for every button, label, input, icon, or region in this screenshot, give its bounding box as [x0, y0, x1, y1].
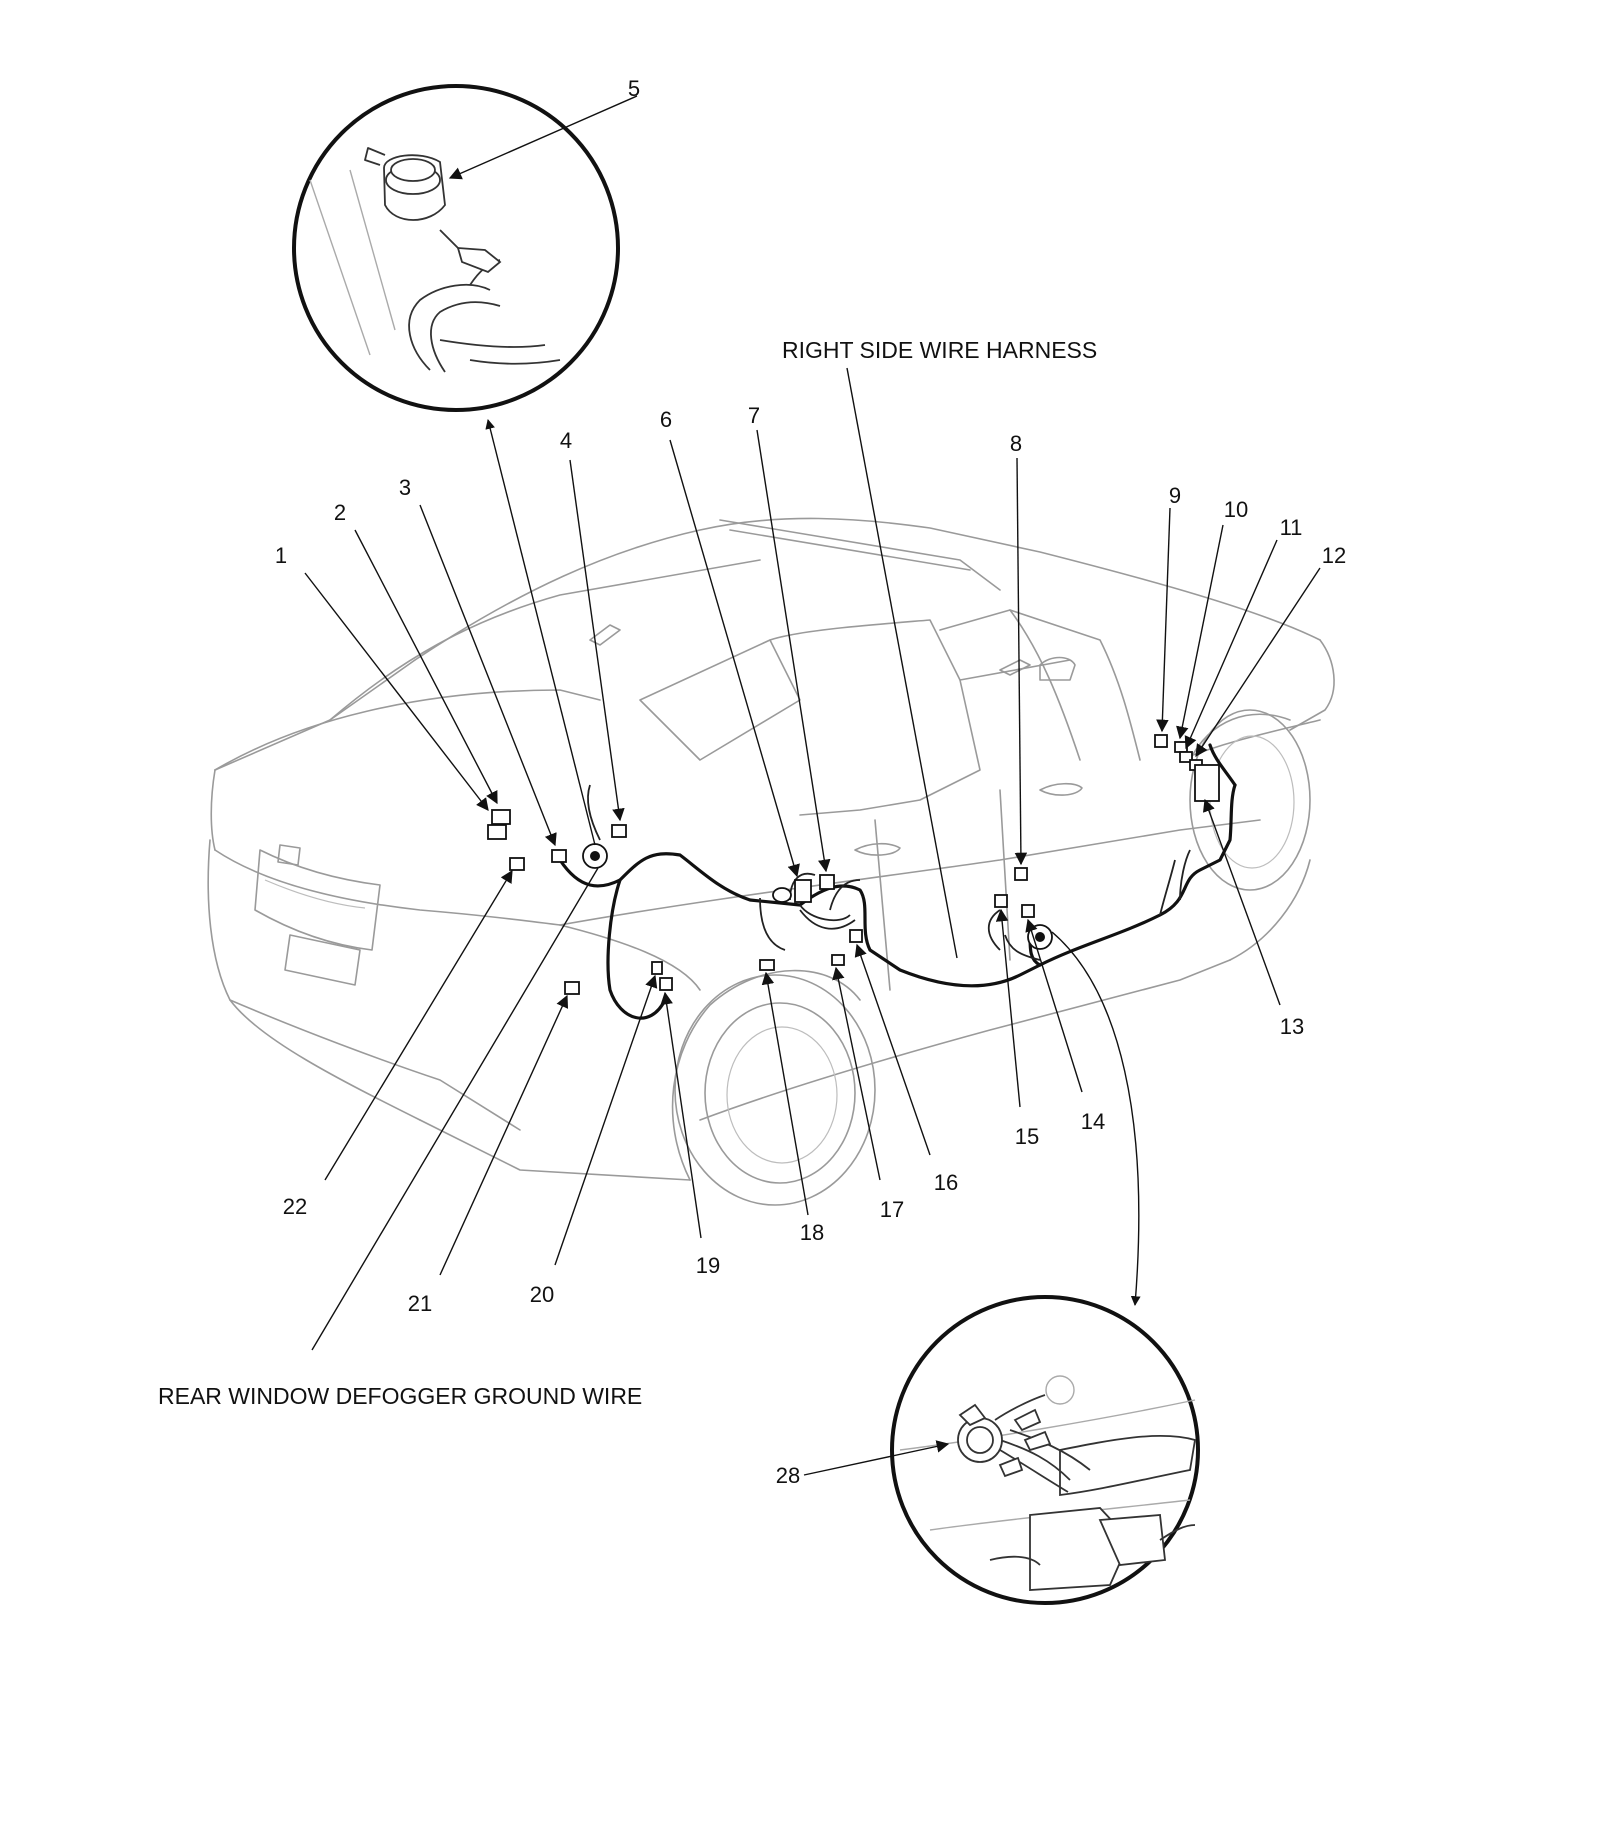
callout-11: 11: [1280, 515, 1303, 540]
callout-15: 15: [1015, 1124, 1039, 1149]
connectors: [487, 734, 1220, 995]
callout-18: 18: [800, 1220, 824, 1245]
callout-14: 14: [1081, 1109, 1105, 1134]
caption-right-side-wire-harness: RIGHT SIDE WIRE HARNESS: [782, 337, 1097, 363]
callout-17: 17: [880, 1197, 904, 1222]
detail-view-ground-bolt-5: [292, 84, 620, 412]
arrow-to-detail-5: [485, 419, 596, 846]
connector-15: [994, 894, 1008, 908]
car-body-outline: [207, 517, 1335, 1206]
right-side-wire-harness: [558, 743, 1237, 1020]
connector-22: [509, 857, 525, 871]
connector-10: [1174, 741, 1188, 753]
connector-4: [611, 824, 627, 838]
callout-5: 5: [628, 76, 640, 101]
connector-19: [659, 977, 673, 991]
connector-1: [491, 809, 511, 825]
callout-1: 1: [275, 543, 287, 568]
connector-18: [759, 959, 775, 971]
connector-3: [551, 849, 567, 863]
connector-8: [1014, 867, 1028, 881]
callout-2: 2: [334, 500, 346, 525]
callout-10: 10: [1224, 497, 1248, 522]
callout-21: 21: [408, 1291, 432, 1316]
leader-lines: [304, 95, 1321, 1476]
arrow-to-detail-28: [1051, 931, 1141, 1306]
caption-rear-window-defogger-ground-wire: REAR WINDOW DEFOGGER GROUND WIRE: [158, 1383, 642, 1409]
connector-9: [1154, 734, 1168, 748]
connector-7: [819, 874, 835, 890]
callout-28: 28: [776, 1463, 800, 1488]
callout-4: 4: [560, 428, 572, 453]
callout-20: 20: [530, 1282, 554, 1307]
callout-8: 8: [1010, 431, 1022, 456]
callout-6: 6: [660, 407, 672, 432]
connector-16: [849, 929, 863, 943]
callout-9: 9: [1169, 483, 1181, 508]
callout-16: 16: [934, 1170, 958, 1195]
connector-17: [831, 954, 845, 966]
callout-22: 22: [283, 1194, 307, 1219]
connector-13: [1194, 764, 1220, 802]
connector-6: [794, 879, 812, 903]
connector-20: [651, 961, 663, 975]
detail-view-ground-bolt-28: [890, 1295, 1200, 1605]
callout-13: 13: [1280, 1014, 1304, 1039]
callout-19: 19: [696, 1253, 720, 1278]
connector-21: [564, 981, 580, 995]
callout-12: 12: [1322, 543, 1346, 568]
callout-labels: 5 1 2 3 4 6 7 8 9 10 11 12 13 14 15 16 1…: [275, 76, 1346, 1488]
connector-2: [487, 824, 507, 840]
connector-11: [1179, 751, 1193, 763]
callout-7: 7: [748, 403, 760, 428]
callout-3: 3: [399, 475, 411, 500]
connector-14: [1021, 904, 1035, 918]
